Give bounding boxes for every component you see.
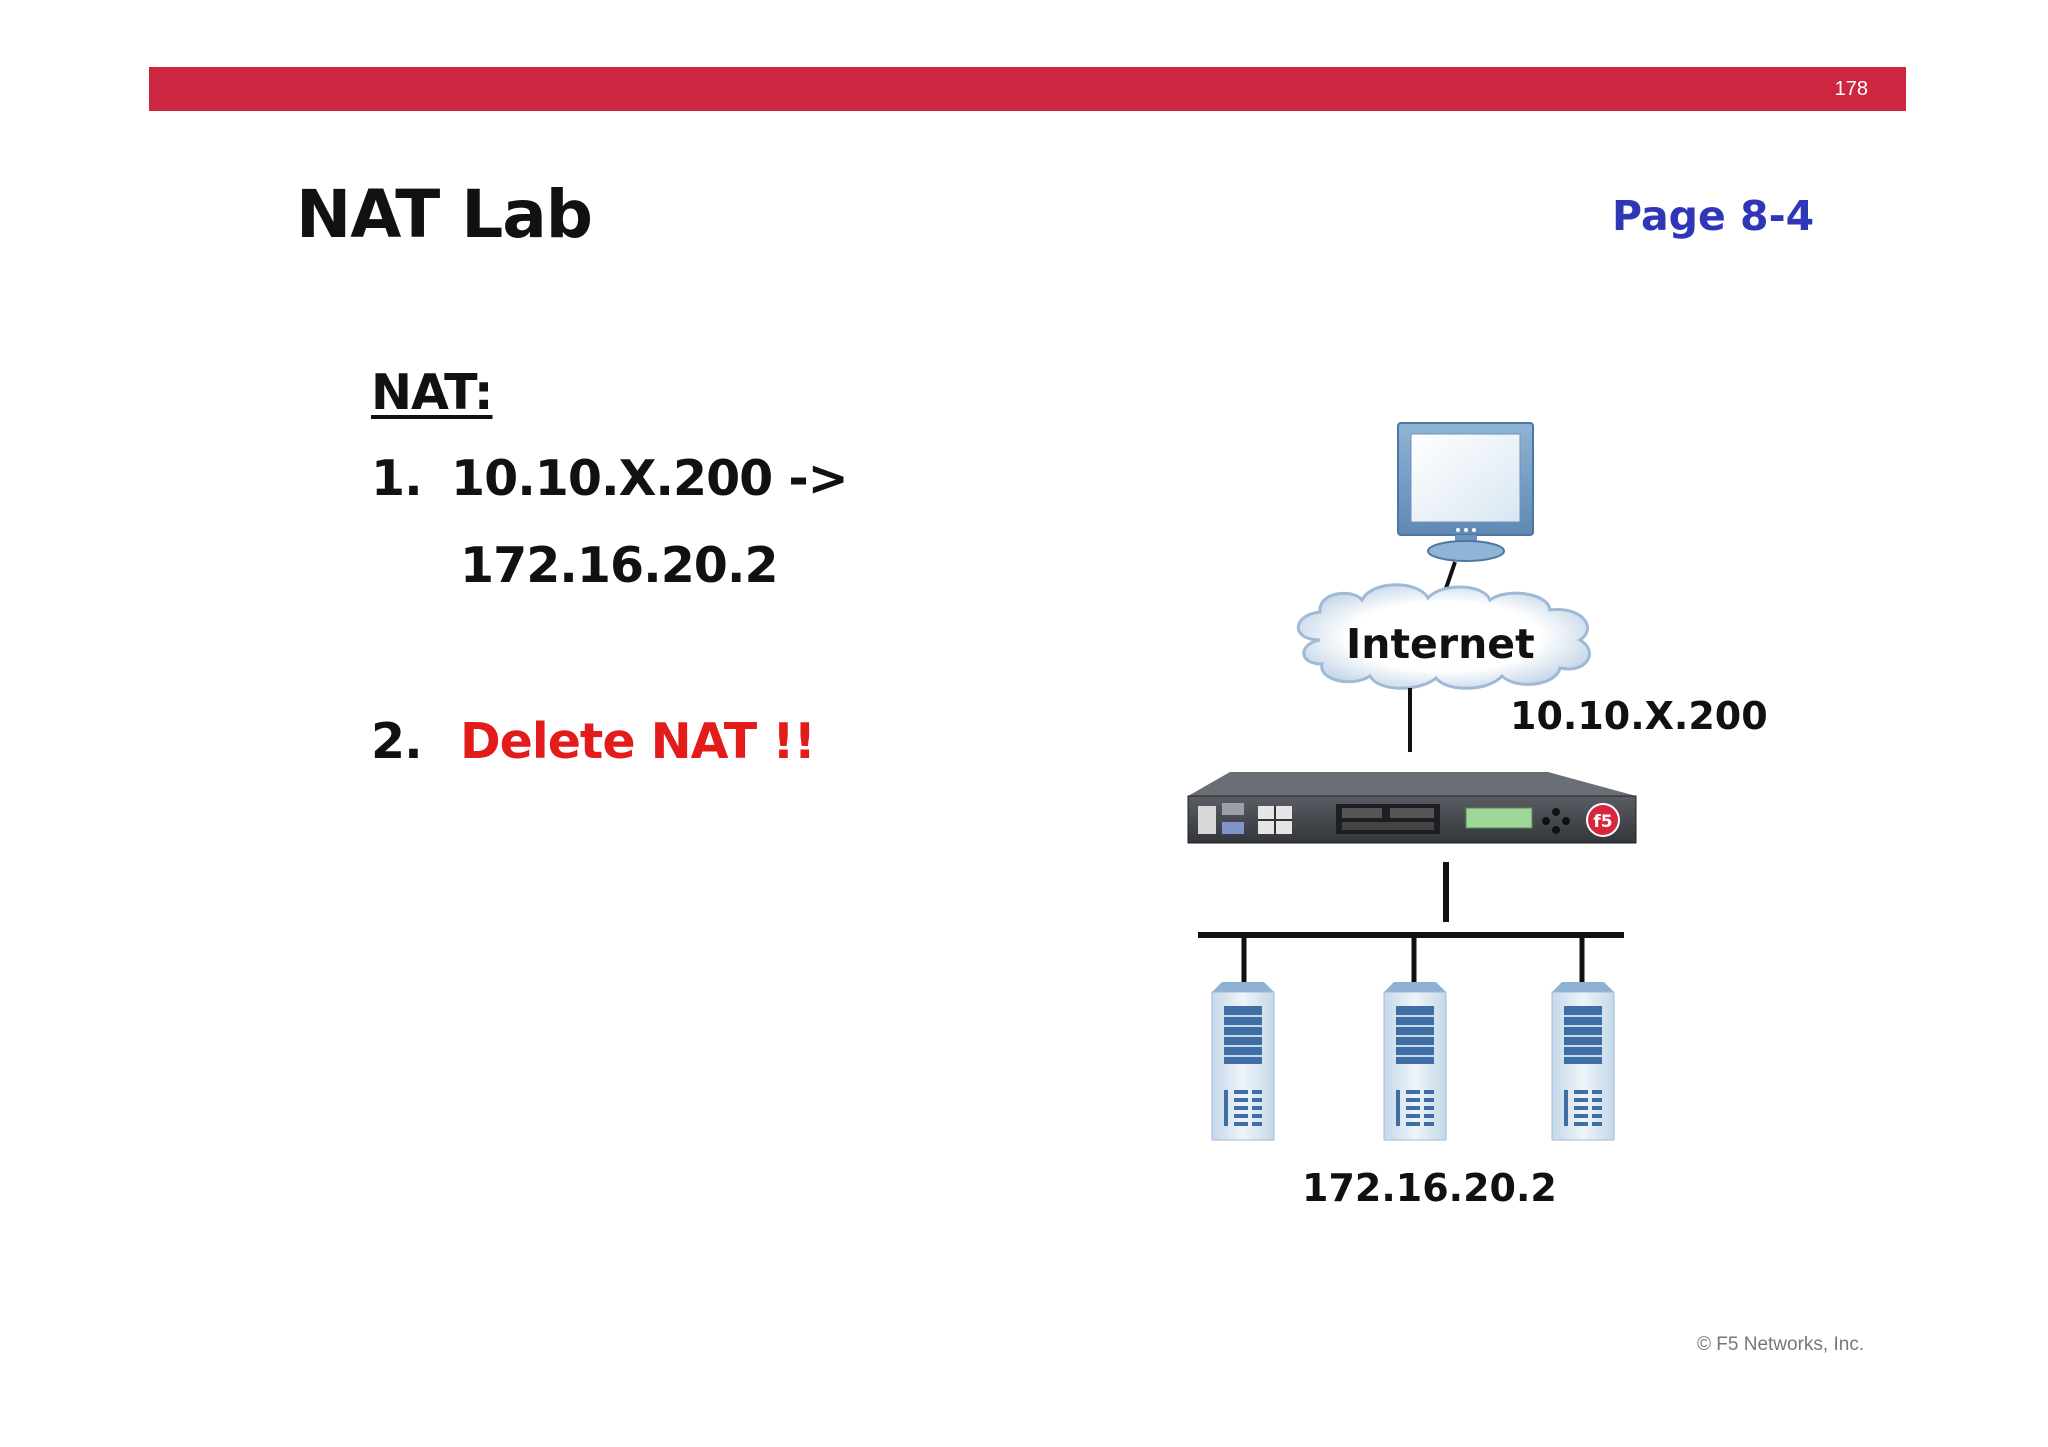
slide-title: NAT Lab	[296, 176, 593, 253]
item1-number: 1.	[371, 450, 423, 507]
f5-logo-text: f5	[1593, 812, 1612, 832]
item1-line1: 10.10.X.200 ->	[451, 450, 849, 507]
item1-line2: 172.16.20.2	[460, 537, 779, 594]
header-bar: 178	[149, 67, 1906, 111]
server-icon	[1551, 982, 1615, 1141]
server-icon	[1383, 982, 1447, 1141]
server-icon	[1211, 982, 1275, 1141]
monitor-icon	[1397, 422, 1534, 562]
nat-heading: NAT:	[371, 364, 493, 421]
item2-delete-nat: Delete NAT !!	[460, 713, 816, 770]
cloud-icon	[1296, 583, 1591, 690]
f5-logo-icon	[1586, 803, 1620, 837]
internet-label: Internet	[1346, 620, 1535, 668]
page-reference: Page 8-4	[1612, 192, 1815, 240]
item2-number: 2.	[371, 713, 423, 770]
internal-ip-label: 172.16.20.2	[1302, 1166, 1557, 1210]
slide-number: 178	[1834, 78, 1868, 100]
external-ip-label: 10.10.X.200	[1510, 694, 1768, 738]
copyright: © F5 Networks, Inc.	[1697, 1334, 1865, 1355]
load-balancer-icon: f5	[1187, 772, 1637, 844]
